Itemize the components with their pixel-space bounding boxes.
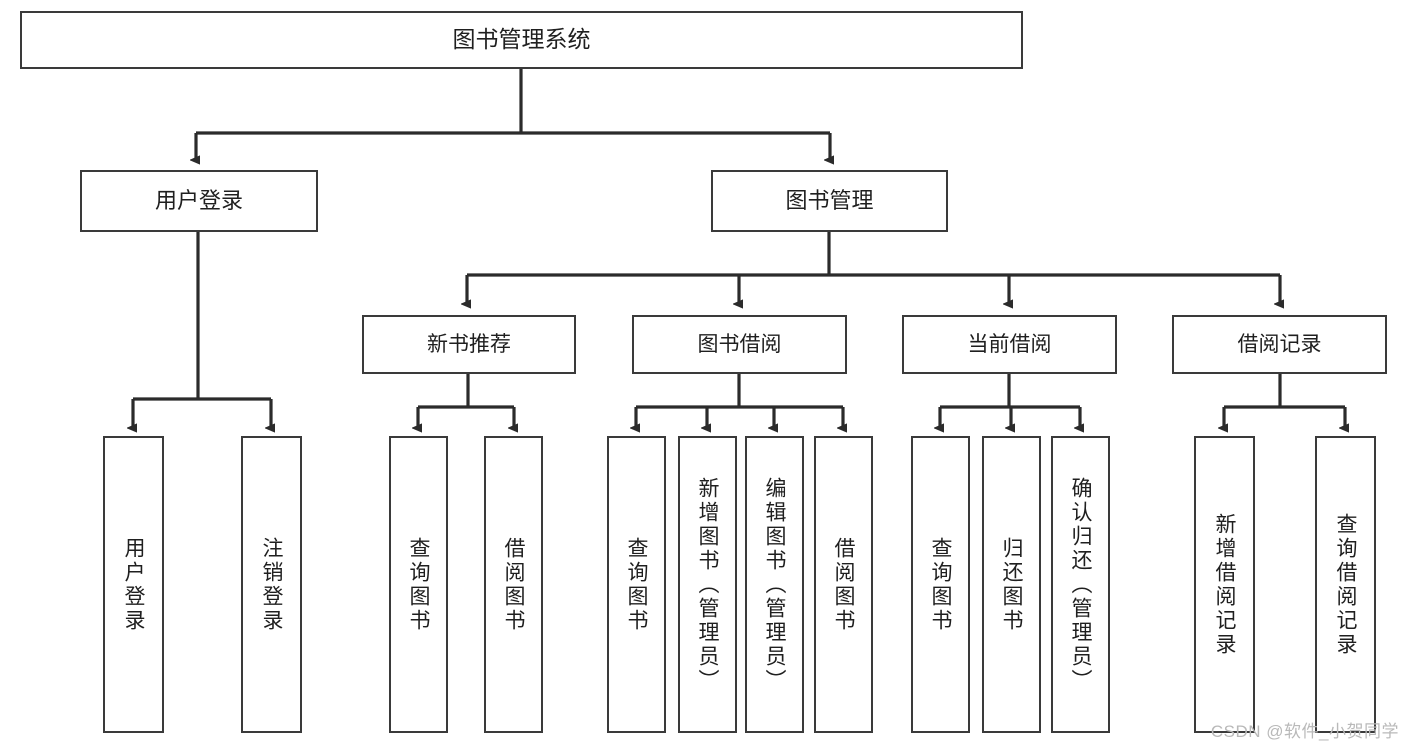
node-root-book-management-system[interactable]: 图书管理系统 xyxy=(20,11,1023,69)
leaf-label-confirm-return-admin: 确认归还（管理员） xyxy=(1069,476,1092,693)
leaf-label-add-borrow-record: 新增借阅记录 xyxy=(1213,512,1236,657)
leaf-label-user-login: 用户登录 xyxy=(122,536,145,633)
leaf-label-logout: 注销登录 xyxy=(260,536,283,633)
leaf-label-add-book-admin: 新增图书（管理员） xyxy=(696,476,719,693)
node-new-book-recommend[interactable]: 新书推荐 xyxy=(362,315,576,374)
node-label-book-borrow: 图书借阅 xyxy=(697,332,782,356)
leaf-user-login[interactable]: 用户登录 xyxy=(103,436,164,733)
leaf-label-query-book-current: 查询图书 xyxy=(929,536,952,633)
leaf-query-book-current[interactable]: 查询图书 xyxy=(911,436,970,733)
node-current-borrow[interactable]: 当前借阅 xyxy=(902,315,1117,374)
leaf-confirm-return-admin[interactable]: 确认归还（管理员） xyxy=(1051,436,1110,733)
leaf-query-borrow-record[interactable]: 查询借阅记录 xyxy=(1315,436,1376,733)
node-label-root: 图书管理系统 xyxy=(452,26,591,53)
leaf-return-book[interactable]: 归还图书 xyxy=(982,436,1041,733)
leaf-label-edit-book-admin: 编辑图书（管理员） xyxy=(763,476,786,693)
leaf-borrow-book-borrow[interactable]: 借阅图书 xyxy=(814,436,873,733)
node-label-borrow-record: 借阅记录 xyxy=(1237,332,1322,356)
leaf-edit-book-admin[interactable]: 编辑图书（管理员） xyxy=(745,436,804,733)
node-label-current-borrow: 当前借阅 xyxy=(967,332,1052,356)
leaf-label-return-book: 归还图书 xyxy=(1000,536,1023,633)
node-borrow-record[interactable]: 借阅记录 xyxy=(1172,315,1387,374)
leaf-label-borrow-book-newbook: 借阅图书 xyxy=(502,536,525,633)
node-label-user-login: 用户登录 xyxy=(154,187,243,213)
leaf-query-book-newbook[interactable]: 查询图书 xyxy=(389,436,448,733)
leaf-add-book-admin[interactable]: 新增图书（管理员） xyxy=(678,436,737,733)
node-book-borrow[interactable]: 图书借阅 xyxy=(632,315,847,374)
leaf-query-book-borrow[interactable]: 查询图书 xyxy=(607,436,666,733)
node-user-login[interactable]: 用户登录 xyxy=(80,170,318,232)
node-book-management[interactable]: 图书管理 xyxy=(711,170,948,232)
leaf-borrow-book-newbook[interactable]: 借阅图书 xyxy=(484,436,543,733)
leaf-logout[interactable]: 注销登录 xyxy=(241,436,302,733)
leaf-add-borrow-record[interactable]: 新增借阅记录 xyxy=(1194,436,1255,733)
node-label-book-management: 图书管理 xyxy=(785,187,874,213)
leaf-label-query-borrow-record: 查询借阅记录 xyxy=(1334,512,1357,657)
leaf-label-borrow-book-borrow: 借阅图书 xyxy=(832,536,855,633)
node-label-new-book-recommend: 新书推荐 xyxy=(427,332,511,356)
leaf-label-query-book-borrow: 查询图书 xyxy=(625,536,648,633)
leaf-label-query-book-newbook: 查询图书 xyxy=(407,536,430,633)
